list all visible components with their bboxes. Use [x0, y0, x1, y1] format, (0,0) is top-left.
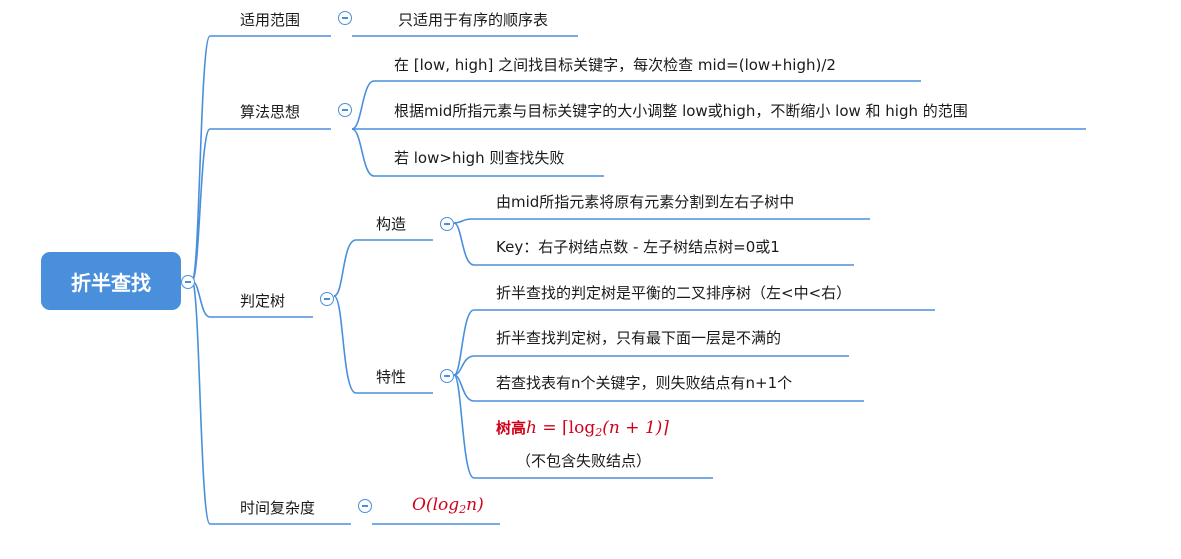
tree-height-prefix: 树高	[496, 419, 527, 437]
complexity-formula: O(log2n)	[412, 495, 484, 515]
construct-label: 构造	[376, 215, 407, 233]
idea-leaf-2: 根据mid所指元素与目标关键字的大小调整 low或high，不断缩小 low 和…	[394, 102, 968, 120]
collapse-icon[interactable]	[338, 103, 352, 117]
construct-leaf-2: Key：右子树结点数 - 左子树结点树=0或1	[496, 238, 780, 256]
props-leaf-3: 若查找表有n个关键字，则失败结点有n+1个	[496, 374, 793, 392]
link-props-l3	[453, 374, 864, 402]
link-construct-l1	[453, 218, 870, 224]
branch-idea-label: 算法思想	[240, 103, 301, 121]
construct-leaf-1: 由mid所指元素将原有元素分割到左右子树中	[496, 193, 795, 211]
collapse-icon[interactable]	[358, 499, 372, 513]
collapse-icon[interactable]	[181, 275, 195, 289]
tree-height-eq: = ⌈log	[536, 418, 596, 438]
scope-leaf: 只适用于有序的顺序表	[398, 11, 549, 29]
tree-height-var: h	[526, 418, 537, 438]
link-props-l1	[453, 309, 935, 376]
collapse-icon[interactable]	[440, 369, 454, 383]
complexity-post: n)	[466, 495, 484, 515]
branch-tree-label: 判定树	[240, 292, 286, 310]
link-construct-l2	[453, 222, 854, 266]
tree-height-formula: 树高h = ⌈log2(n + 1)⌉	[496, 418, 669, 438]
link-props-l4	[453, 374, 713, 479]
props-leaf-1: 折半查找的判定树是平衡的二叉排序树（左<中<右）	[496, 284, 852, 302]
tree-height-sub: 2	[595, 426, 603, 439]
link-complexity	[191, 280, 351, 525]
link-idea	[191, 128, 331, 282]
complexity-pre: O(log	[412, 495, 460, 515]
idea-leaf-3: 若 low>high 则查找失败	[394, 149, 565, 167]
link-tree-construct	[333, 239, 433, 297]
collapse-icon[interactable]	[320, 292, 334, 306]
link-idea-l1	[351, 80, 921, 130]
root-node[interactable]: 折半查找	[41, 252, 181, 310]
link-props-l2	[453, 355, 849, 376]
props-label: 特性	[376, 368, 407, 386]
collapse-icon[interactable]	[338, 11, 352, 25]
idea-leaf-1: 在 [low, high] 之间找目标关键字，每次检查 mid=(low+hig…	[394, 56, 836, 74]
branch-complexity-label: 时间复杂度	[240, 499, 316, 517]
branch-scope-label: 适用范围	[240, 11, 301, 29]
props-leaf-2: 折半查找判定树，只有最下面一层是不满的	[496, 329, 782, 347]
complexity-sub: 2	[459, 503, 467, 516]
root-label: 折半查找	[71, 270, 151, 295]
link-scope	[191, 35, 331, 282]
link-idea-l3	[351, 128, 604, 177]
tree-height-note: （不包含失败结点）	[516, 452, 652, 470]
tree-height-rest: (n + 1)⌉	[602, 418, 669, 438]
link-tree-props	[333, 295, 433, 394]
collapse-icon[interactable]	[440, 217, 454, 231]
